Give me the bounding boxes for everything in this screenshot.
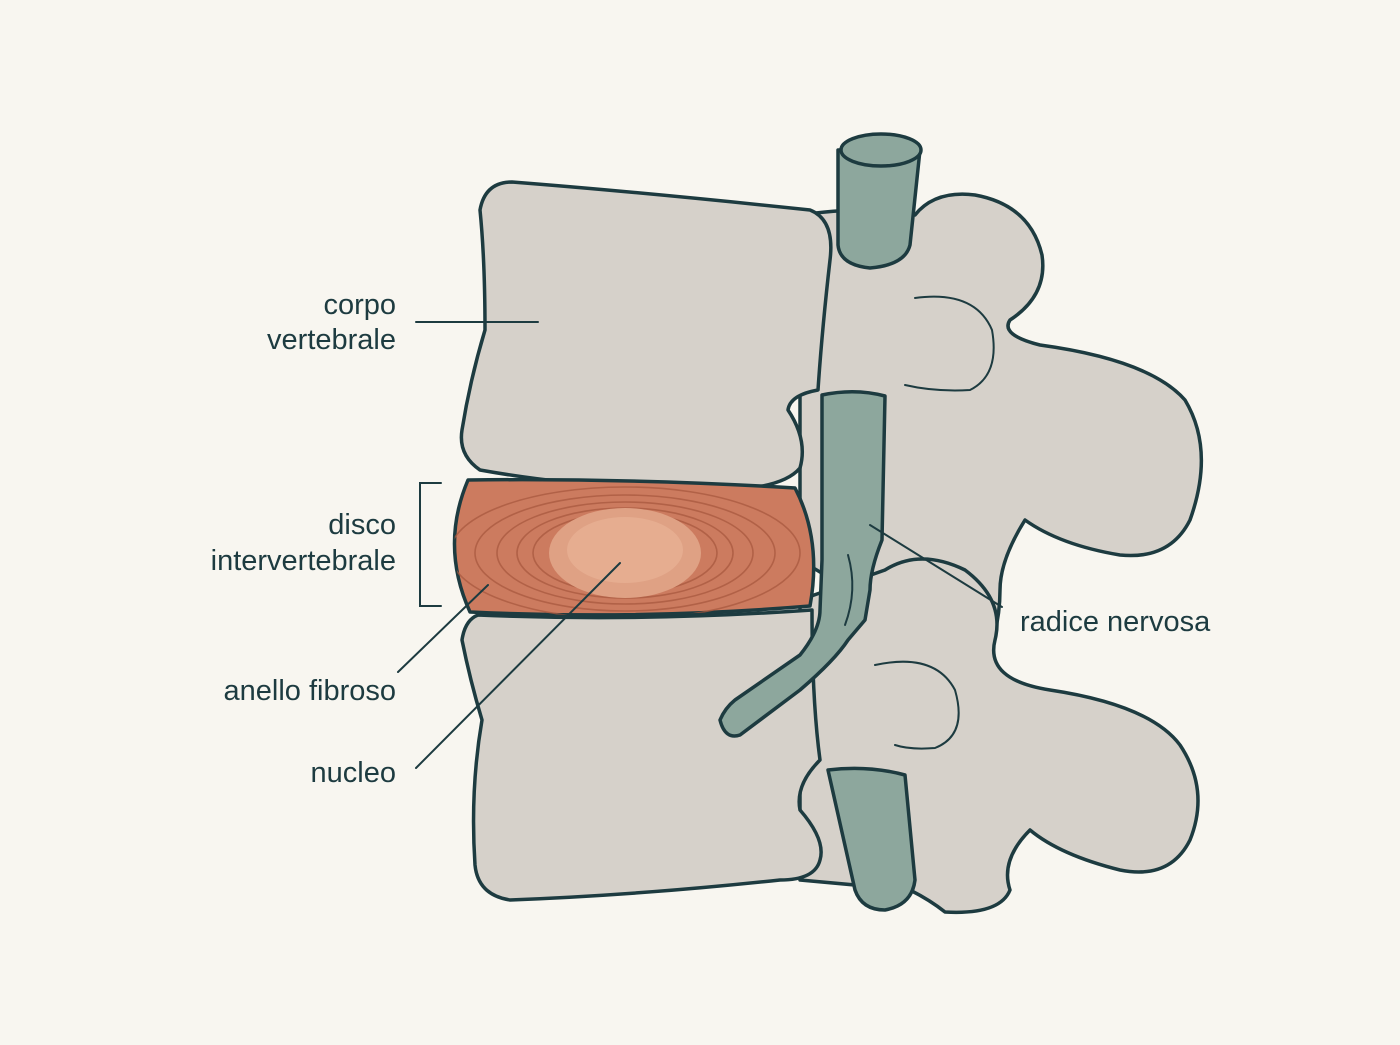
upper-vertebral-body: [459, 180, 833, 492]
label-corpo-line1: corpo: [323, 289, 396, 321]
posterior-elements-upper: [798, 192, 1204, 652]
label-disco-line2: intervertebrale: [211, 545, 396, 577]
label-radice: radice nervosa: [1020, 606, 1211, 638]
intervertebral-disc: [452, 477, 816, 617]
label-disco-line1: disco: [328, 509, 396, 541]
leader-radice: [869, 524, 1003, 608]
label-anello: anello fibroso: [224, 675, 397, 707]
label-nucleo: nucleo: [311, 757, 396, 789]
leader-anello: [397, 584, 489, 673]
leader-nucleo: [415, 562, 621, 769]
nerve-root: [718, 132, 923, 912]
bracket-disco: [419, 482, 442, 607]
label-corpo-line2: vertebrale: [267, 324, 396, 356]
lower-vertebral-body: [460, 608, 823, 902]
